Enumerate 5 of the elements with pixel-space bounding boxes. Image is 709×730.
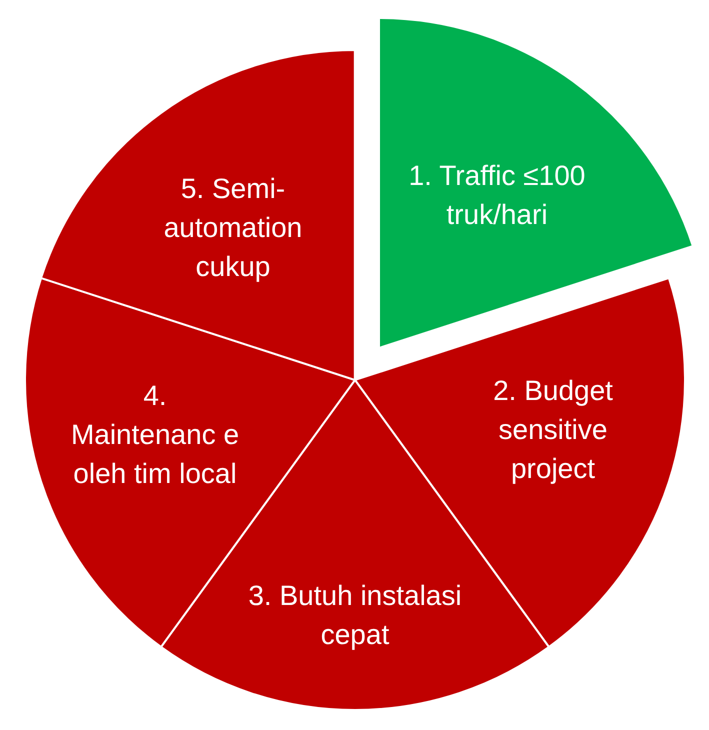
slice-label: 4. Maintenanc e oleh tim local xyxy=(70,379,240,492)
slice-label: 3. Butuh instalasi cepat xyxy=(247,578,463,652)
slice-label: 1. Traffic ≤100 truk/hari xyxy=(408,158,586,232)
slice-label: 5. Semi- automation cukup xyxy=(162,172,304,285)
slice-label: 2. Budget sensitive project xyxy=(492,374,614,487)
